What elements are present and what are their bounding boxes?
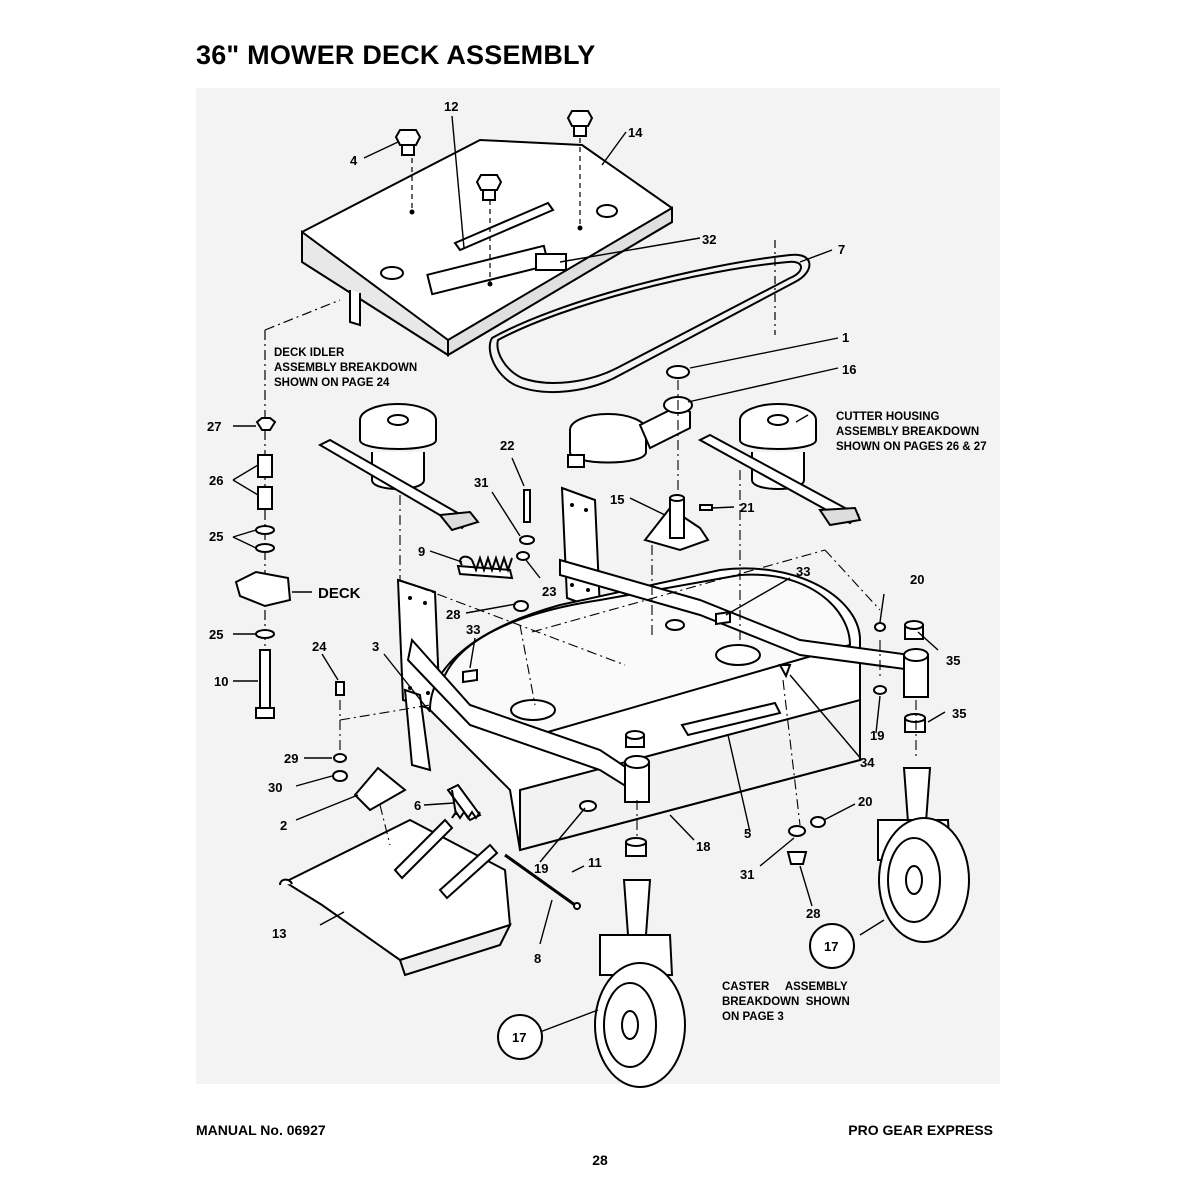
callout-14: 14 (628, 125, 643, 140)
callout-19: 19 (870, 728, 884, 743)
spindle-assembly-left (317, 403, 480, 532)
callout-22: 22 (500, 438, 514, 453)
callout-28: 28 (446, 607, 460, 622)
deck-shield (301, 138, 673, 357)
callout-35: 35 (946, 653, 960, 668)
caster-wheel-front (594, 879, 686, 1088)
discharge-chute (279, 766, 581, 977)
assembly-centerlines (339, 380, 917, 846)
callout-25: 25 (209, 529, 223, 544)
callout-20: 20 (858, 794, 872, 809)
callout-26: 26 (209, 473, 223, 488)
svg-text:ON PAGE 3: ON PAGE 3 (722, 1011, 784, 1023)
note-cutter-housing: CUTTER HOUSING ASSEMBLY BREAKDOWN SHOWN … (836, 411, 987, 453)
svg-text:BREAKDOWN SHOWN: BREAKDOWN SHOWN (722, 996, 850, 1008)
callout-3: 3 (372, 639, 379, 654)
callout-11: 11 (588, 855, 602, 870)
callout-28: 28 (806, 906, 820, 921)
spindle-assembly-right (697, 403, 862, 527)
callout-35: 35 (952, 706, 966, 721)
callout-17: 17 (824, 939, 838, 954)
callout-21: 21 (740, 500, 754, 515)
knob-icon (394, 110, 594, 201)
callout-15: 15 (610, 492, 624, 507)
callout-4: 4 (350, 153, 358, 168)
deck-label: DECK (318, 585, 361, 602)
hardware-stack (234, 417, 292, 719)
callout-8: 8 (534, 951, 541, 966)
callout-31: 31 (474, 475, 488, 490)
mower-deck (428, 567, 861, 852)
product-name: PRO GEAR EXPRESS (848, 1122, 993, 1138)
callout-6: 6 (414, 798, 421, 813)
callout-31: 31 (740, 867, 754, 882)
callout-33: 33 (796, 564, 810, 579)
idler-bracket (643, 494, 710, 552)
callout-circles (497, 923, 855, 1060)
callout-7: 7 (838, 242, 845, 257)
svg-text:CUTTER HOUSING: CUTTER HOUSING (836, 411, 940, 423)
callout-1: 1 (842, 330, 849, 345)
page-title: 36" MOWER DECK ASSEMBLY (196, 40, 596, 70)
callout-29: 29 (284, 751, 298, 766)
svg-text:ASSEMBLY BREAKDOWN: ASSEMBLY BREAKDOWN (274, 362, 417, 374)
svg-text:SHOWN ON PAGES 26 & 27: SHOWN ON PAGES 26 & 27 (836, 441, 987, 453)
note-deck-idler: DECK IDLER ASSEMBLY BREAKDOWN SHOWN ON P… (274, 347, 417, 389)
callout-30: 30 (268, 780, 282, 795)
callout-9: 9 (418, 544, 425, 559)
knob-centerlines (411, 138, 581, 282)
drive-belt (488, 253, 811, 394)
callout-labels: 12 4 14 32 7 1 16 27 26 25 25 10 22 31 9… (207, 99, 966, 1045)
svg-text:ASSEMBLY BREAKDOWN: ASSEMBLY BREAKDOWN (836, 426, 979, 438)
callout-20: 20 (910, 572, 924, 587)
spindle-assembly-center (567, 396, 693, 468)
callout-12: 12 (444, 99, 458, 114)
callout-27: 27 (207, 419, 221, 434)
svg-text:DECK IDLER: DECK IDLER (274, 347, 345, 359)
callout-33: 33 (466, 622, 480, 637)
tension-spring (459, 554, 513, 574)
callout-32: 32 (702, 232, 716, 247)
deflector-spring (451, 789, 481, 820)
callout-18: 18 (696, 839, 710, 854)
callout-5: 5 (744, 826, 751, 841)
callout-23: 23 (542, 584, 556, 599)
callout-17: 17 (512, 1030, 526, 1045)
note-caster: CASTER ASSEMBLY BREAKDOWN SHOWN ON PAGE … (722, 981, 850, 1023)
callout-16: 16 (842, 362, 856, 377)
callout-19: 19 (534, 861, 548, 876)
pivot-tubes (624, 620, 929, 857)
svg-text:SHOWN ON PAGE 24: SHOWN ON PAGE 24 (274, 377, 390, 389)
callout-34: 34 (860, 755, 875, 770)
leader-lines (232, 115, 946, 1033)
callout-13: 13 (272, 926, 286, 941)
callout-2: 2 (280, 818, 287, 833)
page-number: 28 (592, 1152, 608, 1168)
callout-10: 10 (214, 674, 228, 689)
callout-24: 24 (312, 639, 327, 654)
small-hardware (332, 489, 887, 865)
manual-number: MANUAL No. 06927 (196, 1122, 326, 1138)
svg-text:CASTER ASSEMBLY: CASTER ASSEMBLY (722, 981, 848, 993)
callout-25: 25 (209, 627, 223, 642)
caster-wheel-rear (877, 767, 970, 943)
